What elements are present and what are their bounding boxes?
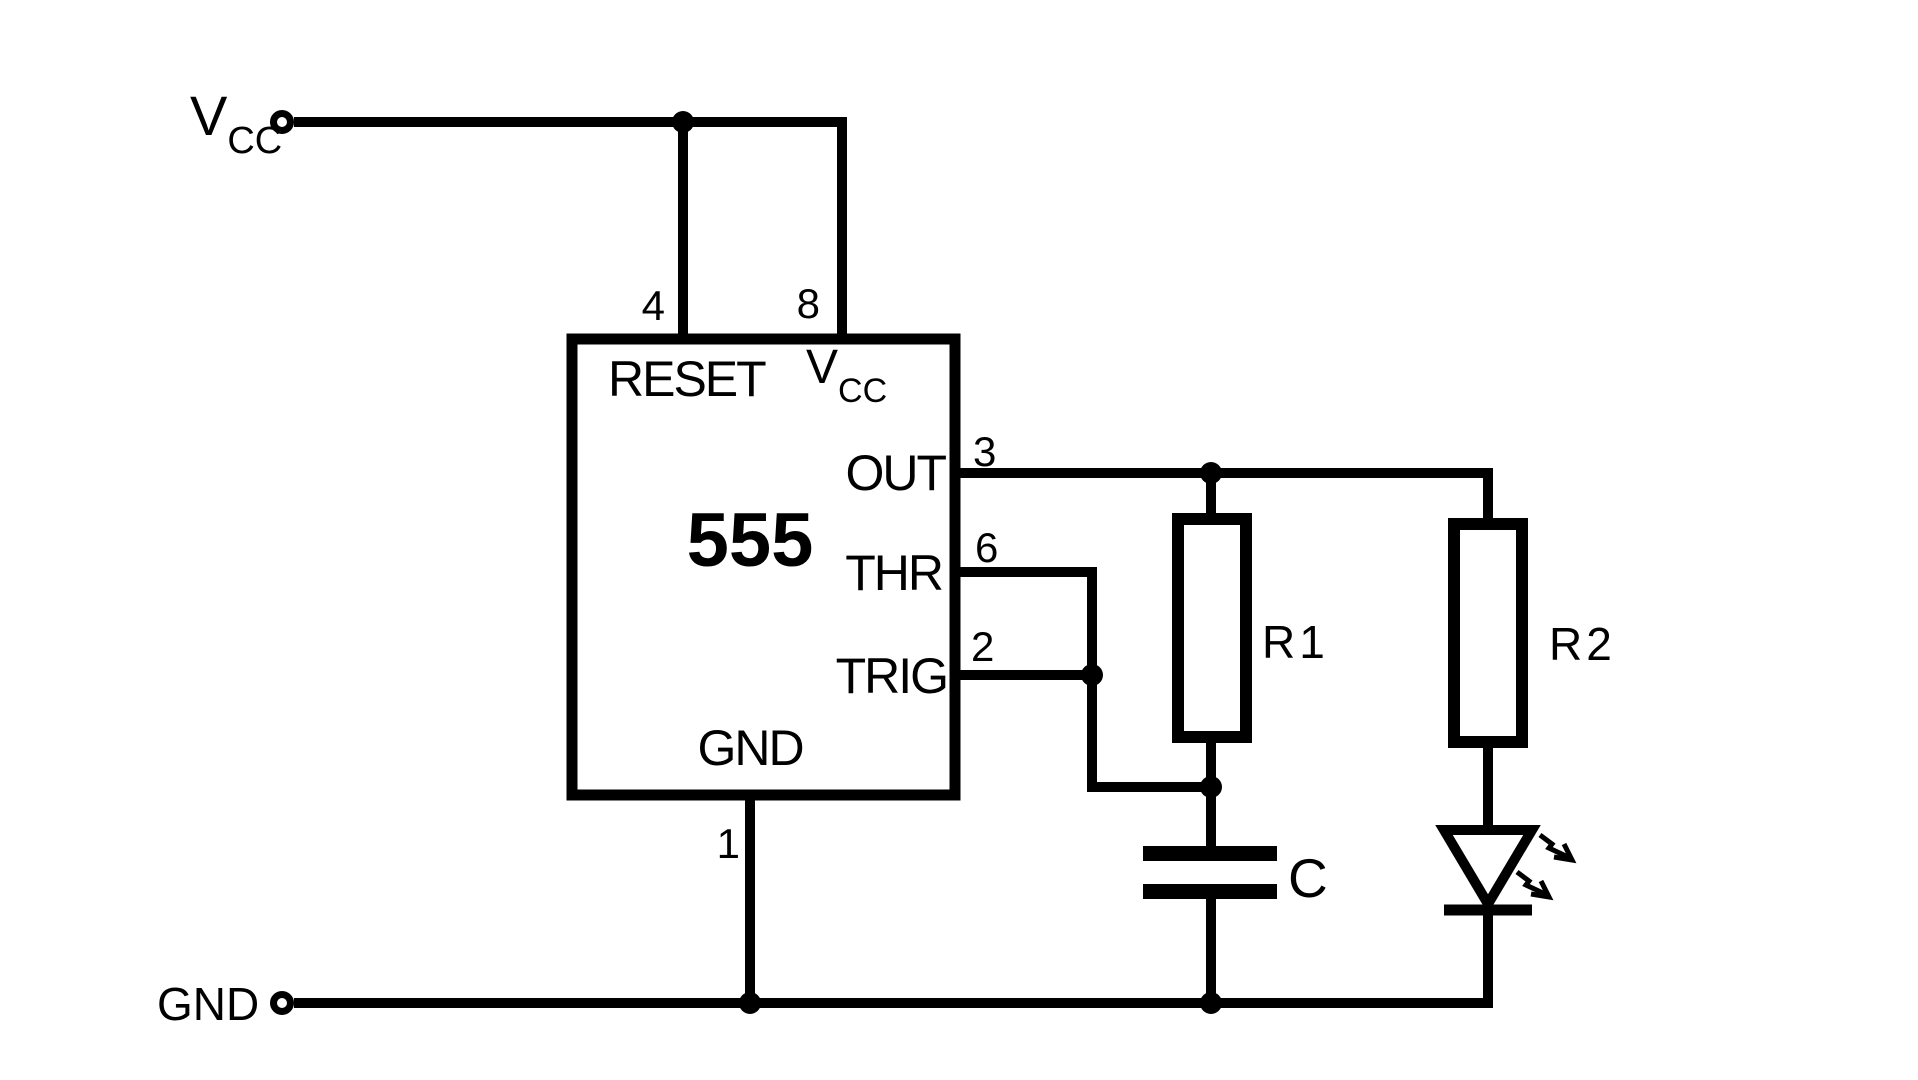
resistor-r1-label: R1 [1262,616,1329,668]
ic-pin-label-thr: THR [845,545,942,601]
vcc-terminal [270,110,294,134]
ic-pin-label-vcc-sub: CC [838,372,887,410]
resistor-r2-body [1448,518,1528,748]
capacitor-top-plate [1143,846,1277,861]
ic-part-number: 555 [687,498,814,583]
vcc-terminal-label-main: V [190,84,228,147]
ic-pin-label-vcc-main: V [806,341,838,394]
resistor-r2-label: R2 [1549,618,1616,670]
junction-dot-out-r1 [1200,462,1222,484]
pin-number-6: 6 [975,524,998,571]
resistor-r1-body [1172,513,1252,743]
ic-pin-label-gnd: GND [697,720,802,776]
led-light-arrow-upper-head [1553,842,1577,864]
led-light-arrow-lower-shaft [1515,870,1547,897]
ic-pin-label-out: OUT [845,445,946,501]
vcc-terminal-label-sub: CC [227,120,282,162]
junction-dot-trig-thr [1081,664,1103,686]
ic-pin-label-trig: TRIG [836,648,947,704]
pin3-out-wire [952,468,1493,524]
junction-dot-cap-rail [1200,992,1222,1014]
led-symbol [1435,825,1577,916]
led-triangle [1435,825,1541,914]
led-light-arrow-upper-shaft [1538,833,1570,860]
gnd-terminal-label: GND [157,978,259,1030]
vcc-terminal-label: VCC [190,84,282,162]
capacitor-bottom-plate [1143,884,1277,899]
pin-number-2: 2 [971,623,994,670]
pin-number-8: 8 [797,280,820,327]
ic-555-body [566,333,961,801]
pin-number-3: 3 [973,428,996,475]
junction-dot-vcc-rail [672,111,694,133]
junction-dots [672,111,1222,1014]
ic-pin-label-reset: RESET [608,351,766,407]
ic-pin-label-vcc: VCC [806,341,887,410]
led-light-arrow-lower-head [1530,879,1554,901]
gnd-terminal [270,991,294,1015]
capacitor-label: C [1288,847,1328,909]
pin-number-1: 1 [717,820,740,867]
junction-dot-pin1-rail [739,992,761,1014]
junction-dot-r1-cap [1200,776,1222,798]
pin-number-4: 4 [642,282,665,329]
